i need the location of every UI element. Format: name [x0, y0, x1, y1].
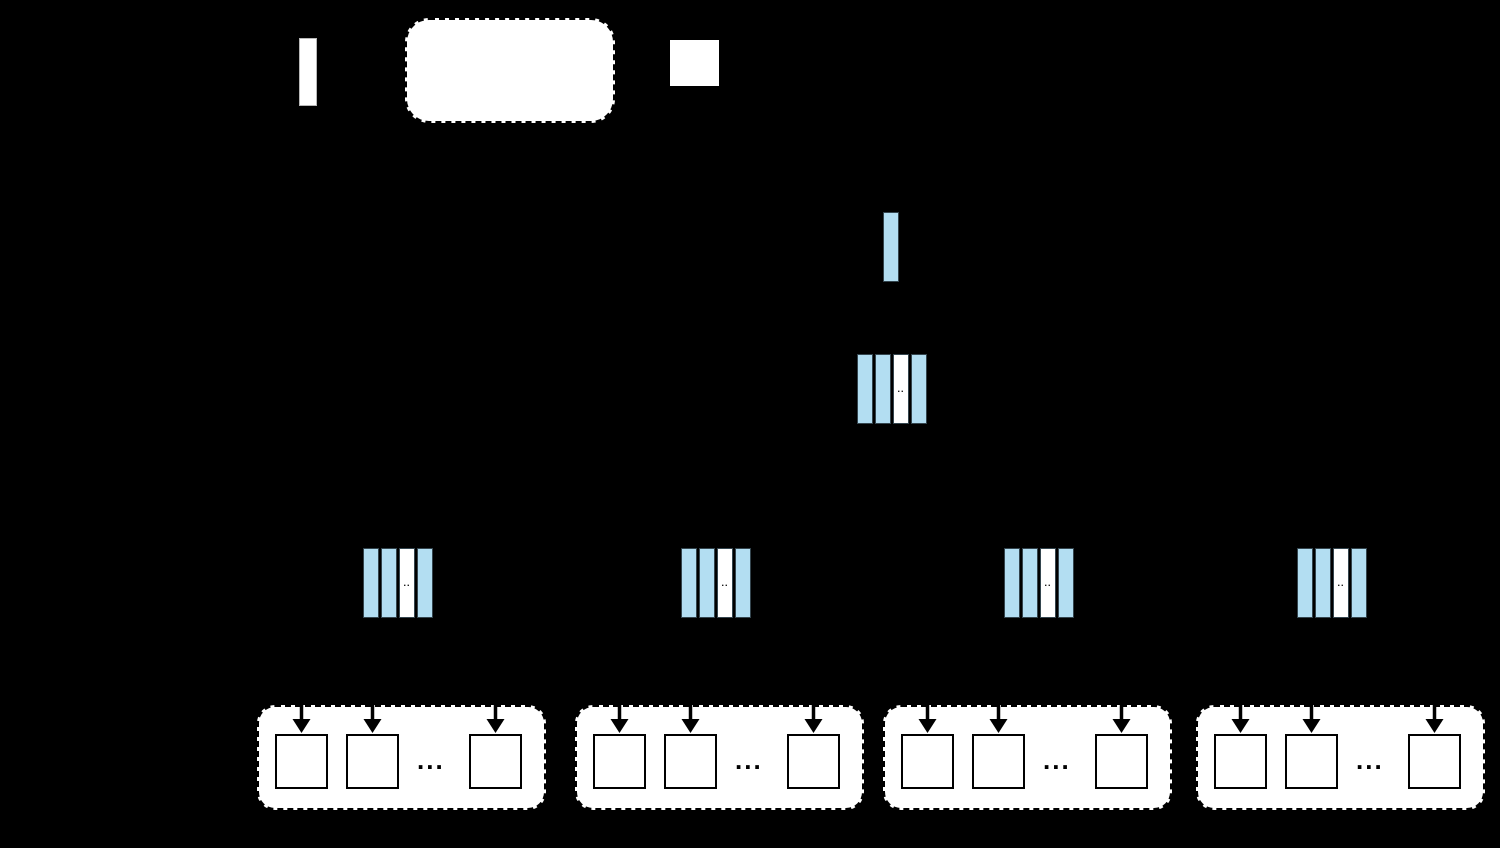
- ellipsis-label: ...: [417, 745, 445, 775]
- down-arrow-icon: [486, 705, 505, 733]
- vector-bar-icon: [1297, 548, 1313, 618]
- document-square-swatch-icon: [668, 38, 721, 88]
- vector-bar-icon: [1022, 548, 1038, 618]
- ellipsis-label: ..: [897, 383, 905, 394]
- down-arrow-icon: [989, 705, 1008, 733]
- vector-bar-swatch-icon: [299, 38, 317, 106]
- down-arrows: [918, 705, 1131, 733]
- down-arrow-icon: [1425, 705, 1444, 733]
- vector-bar-icon: [1058, 548, 1074, 618]
- document-square: [664, 734, 717, 789]
- ellipsis-bar-icon: ..: [893, 354, 909, 424]
- document-square: [901, 734, 954, 789]
- vector-bar-icon: [857, 354, 873, 424]
- vector-bar-icon: [381, 548, 397, 618]
- document-square: [787, 734, 840, 789]
- document-square: [1095, 734, 1148, 789]
- document-square: [1285, 734, 1338, 789]
- vector-bar-icon: [911, 354, 927, 424]
- level3-vector-group: ..: [681, 548, 751, 618]
- down-arrows: [292, 705, 505, 733]
- ellipsis-bar-icon: ..: [399, 548, 415, 618]
- level3-vector-group: ..: [1004, 548, 1074, 618]
- vector-bar-icon: [363, 548, 379, 618]
- vector-bar-icon: [1351, 548, 1367, 618]
- vector-bar-icon: [1315, 548, 1331, 618]
- vector-bar-icon: [417, 548, 433, 618]
- ellipsis-label: ...: [1356, 745, 1384, 775]
- ellipsis-bar-icon: ..: [1040, 548, 1056, 618]
- bucket-container: ...: [575, 705, 864, 810]
- vector-bar-icon: [681, 548, 697, 618]
- ellipsis-bar-icon: ..: [717, 548, 733, 618]
- down-arrow-icon: [918, 705, 937, 733]
- ellipsis-label: ...: [1043, 745, 1071, 775]
- document-square: [1408, 734, 1461, 789]
- root-vector-bar-icon: [883, 212, 899, 282]
- ellipsis-label: ...: [735, 745, 763, 775]
- down-arrow-icon: [1231, 705, 1250, 733]
- dashed-bucket-swatch-icon: [405, 18, 615, 123]
- down-arrow-icon: [681, 705, 700, 733]
- vector-bar-icon: [699, 548, 715, 618]
- ellipsis-label: ..: [721, 577, 729, 588]
- ellipsis-bar-icon: ..: [1333, 548, 1349, 618]
- bucket-container: ...: [257, 705, 546, 810]
- bucket-container: ...: [883, 705, 1172, 810]
- down-arrow-icon: [1302, 705, 1321, 733]
- down-arrow-icon: [804, 705, 823, 733]
- down-arrow-icon: [1112, 705, 1131, 733]
- vector-bar-icon: [1004, 548, 1020, 618]
- vector-bar-icon: [875, 354, 891, 424]
- document-square: [972, 734, 1025, 789]
- level2-vector-group: ..: [857, 354, 927, 424]
- down-arrows: [610, 705, 823, 733]
- down-arrow-icon: [610, 705, 629, 733]
- document-square: [1214, 734, 1267, 789]
- document-square: [469, 734, 522, 789]
- down-arrows: [1231, 705, 1444, 733]
- level3-vector-group: ..: [363, 548, 433, 618]
- ellipsis-label: ..: [1337, 577, 1345, 588]
- document-square: [275, 734, 328, 789]
- down-arrow-icon: [292, 705, 311, 733]
- down-arrow-icon: [363, 705, 382, 733]
- ellipsis-label: ..: [1044, 577, 1052, 588]
- level3-vector-group: ..: [1297, 548, 1367, 618]
- vector-bar-icon: [735, 548, 751, 618]
- document-square: [593, 734, 646, 789]
- ellipsis-label: ..: [403, 577, 411, 588]
- document-square: [346, 734, 399, 789]
- bucket-container: ...: [1196, 705, 1485, 810]
